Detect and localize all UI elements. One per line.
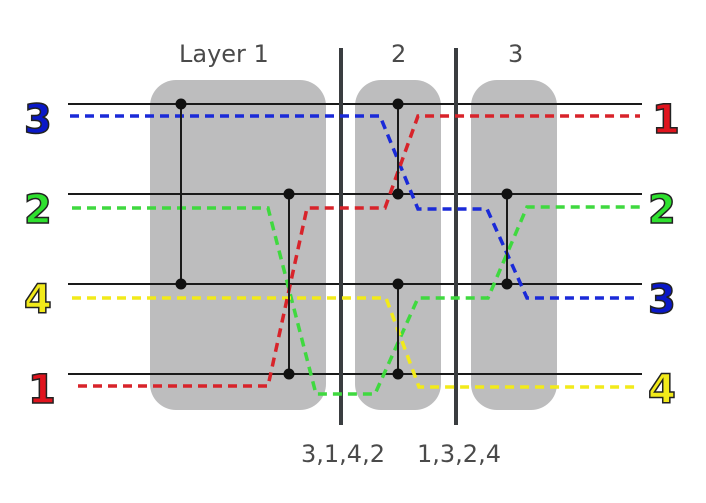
output-label-2: 2 [647, 187, 676, 233]
layer-1-box [150, 80, 326, 410]
layer-3-box [471, 80, 557, 410]
input-label-2: 2 [23, 187, 52, 233]
path-yellow [72, 296, 640, 389]
path-red [78, 114, 640, 388]
output-label-4: 4 [647, 367, 676, 413]
comparator-layer2-b [392, 278, 404, 380]
layer-label-3: 3 [508, 40, 524, 68]
output-label-3: 3 [647, 277, 676, 323]
output-label-1: 1 [651, 97, 680, 143]
comparator-layer2-a [392, 98, 404, 200]
input-label-3: 4 [23, 277, 52, 323]
path-green [72, 205, 640, 396]
layer-label-1: Layer 1 [179, 40, 269, 68]
layer-label-2: 2 [391, 40, 407, 68]
permutation-label-2: 1,3,2,4 [417, 440, 501, 468]
comparator-layer1-b [283, 188, 295, 380]
input-label-4: 1 [27, 367, 56, 413]
permutation-label-1: 3,1,4,2 [301, 440, 385, 468]
input-label-1: 3 [23, 97, 52, 143]
comparator-layer3 [501, 188, 513, 290]
layer-2-box [355, 80, 441, 410]
path-blue [70, 114, 640, 300]
comparator-layer1-a [175, 98, 187, 290]
